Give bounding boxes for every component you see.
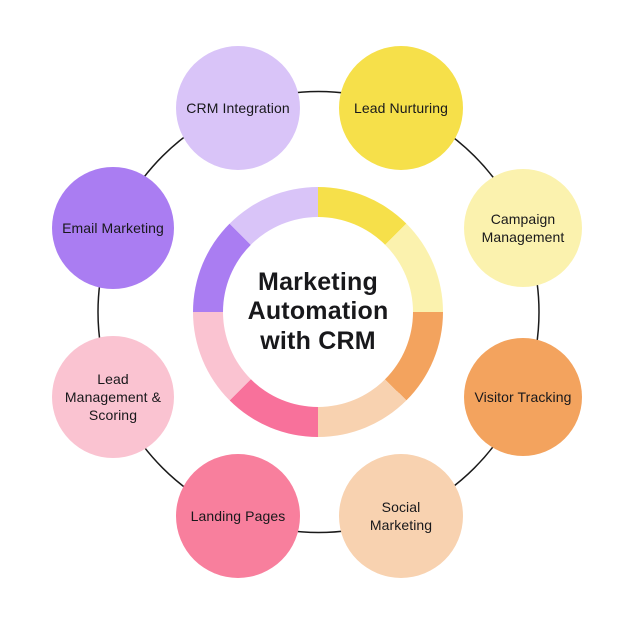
- node-label: Lead Nurturing: [353, 99, 448, 116]
- node-label: Social Marketing: [369, 498, 433, 533]
- donut-center: Marketing Automation with CRM: [223, 217, 413, 407]
- node-email-marketing: Email Marketing: [52, 167, 174, 289]
- node-lead-management-scoring: Lead Management & Scoring: [52, 336, 174, 458]
- donut-chart: Marketing Automation with CRM: [193, 187, 443, 437]
- node-landing-pages: Landing Pages: [176, 454, 300, 578]
- center-title-line-1: Marketing: [258, 267, 378, 296]
- node-label: Landing Pages: [190, 507, 286, 524]
- center-title-line-3: with CRM: [260, 326, 376, 355]
- cycle-path: [97, 90, 540, 534]
- node-label: Email Marketing: [62, 219, 164, 236]
- node-crm-integration: CRM Integration: [176, 46, 300, 170]
- node-visitor-tracking: Visitor Tracking: [464, 338, 582, 456]
- node-label: Visitor Tracking: [474, 388, 572, 405]
- node-label: Campaign Management: [481, 210, 565, 245]
- center-title: Marketing Automation with CRM: [248, 268, 389, 357]
- node-campaign-management: Campaign Management: [464, 169, 582, 287]
- node-label: Lead Management & Scoring: [64, 370, 162, 424]
- node-social-marketing: Social Marketing: [339, 454, 463, 578]
- node-lead-nurturing: Lead Nurturing: [339, 46, 463, 170]
- node-label: CRM Integration: [186, 99, 290, 116]
- center-title-line-2: Automation: [247, 297, 389, 326]
